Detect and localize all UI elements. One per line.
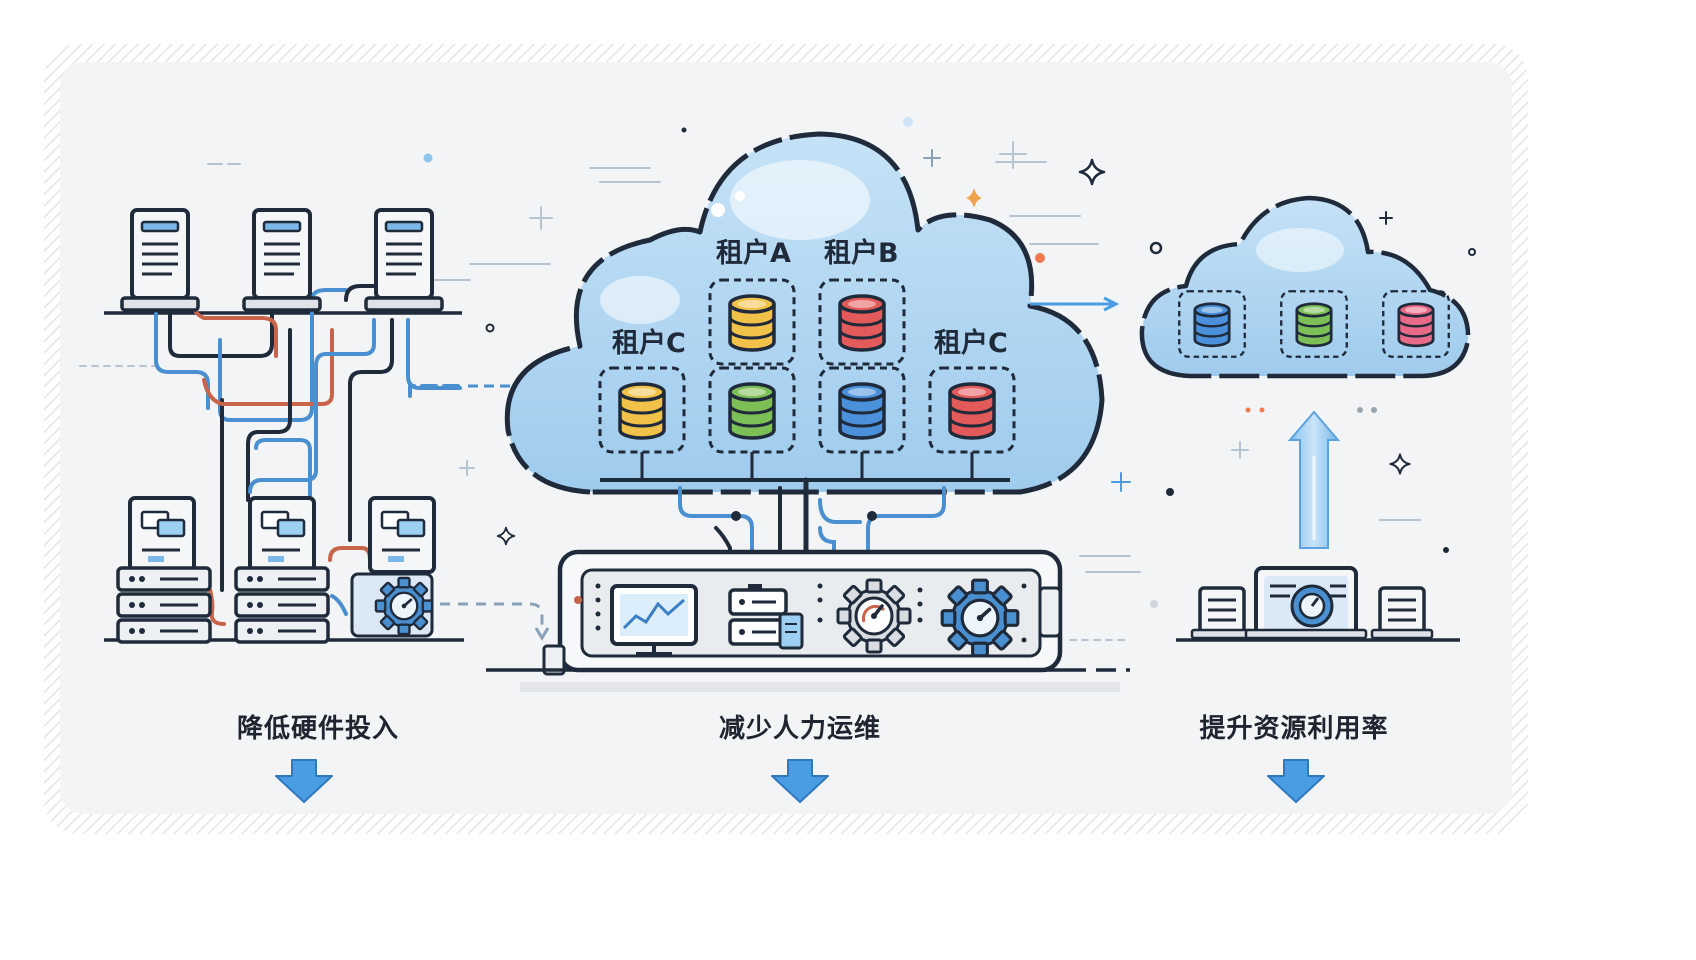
database-icon [708,366,796,454]
terminal-icon [368,496,436,574]
tenant-database-grid [598,278,1016,454]
tenant-label-b: 租户B [824,237,899,269]
tenant-label-c-left: 租户C [612,327,686,359]
gear-gauge-icon [836,578,912,654]
database-icon [1280,290,1348,358]
cloud-shine [711,203,725,217]
monitor-chart-icon [610,584,698,656]
caption-reduce-hardware: 降低硬件投入 [236,714,399,744]
node-dot [867,511,877,521]
console-cables [678,477,946,563]
device-panel-icon [728,584,804,650]
server-icon [242,208,322,312]
compact-server-icon [1370,586,1434,640]
center-section: 租户A 租户B 租户C 租户C [468,131,1130,692]
server-icon [120,208,200,312]
cable-bundle [154,284,464,626]
cloud-highlights [600,160,870,324]
consolidated-server-icon [1244,566,1368,640]
gear-icon [940,578,1020,658]
terminal-icon [248,496,316,574]
management-console [486,549,1130,692]
left-section [104,208,550,644]
database-icon [818,278,906,366]
database-icon [1178,290,1246,358]
pooled-database-row [1178,290,1450,358]
cloud-highlights [1256,228,1344,272]
background-dots [423,117,1476,608]
caption-reduce-ops: 减少人力运维 [718,714,881,744]
terminal-icon [128,496,196,574]
link-line [440,602,544,632]
database-icon [708,278,796,366]
server-icon [364,208,444,312]
database-icon [1382,290,1450,358]
tenant-label-c-right: 租户C [934,327,1008,359]
up-arrow-pillar [1287,410,1341,549]
rack-icon [116,566,212,644]
database-icon [818,366,906,454]
rack-icon [234,566,330,644]
right-arrow-head [1103,296,1120,312]
sparkle-icon [966,188,982,208]
database-icon [928,366,1016,454]
tenant-label-a: 租户A [716,237,791,269]
cloud-shine [735,191,745,201]
caption-improve-utilization: 提升资源利用率 [1199,714,1389,744]
background-decor [79,141,1421,641]
node-dot [731,511,741,521]
database-icon [598,366,686,454]
right-section [1139,195,1471,642]
gear-icon [374,576,434,636]
compact-server-icon [1190,586,1254,640]
